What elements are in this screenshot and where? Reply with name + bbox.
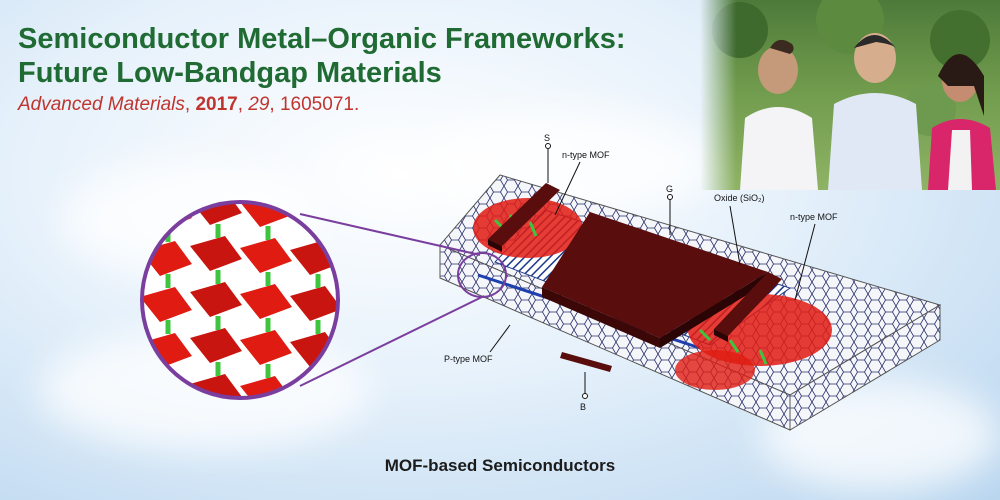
zoom-connector-bottom	[299, 295, 485, 387]
label-body: B	[580, 402, 586, 412]
gate-top	[542, 212, 768, 338]
title-line-2: Future Low-Bandgap Materials	[18, 57, 442, 89]
label-source: S	[544, 133, 550, 143]
zoom-connector-top	[299, 213, 481, 256]
title-line-1: Semiconductor Metal–Organic Frameworks:	[18, 23, 626, 55]
label-ptype: P-type MOF	[444, 354, 493, 364]
citation-journal: Advanced Materials	[18, 94, 185, 115]
gate-front	[542, 287, 660, 348]
label-ntype-right: n-type MOF	[790, 212, 838, 222]
label-gate: G	[666, 184, 673, 194]
citation-page: 1605071.	[279, 94, 360, 115]
citation-year: 2017	[195, 94, 238, 115]
gate-side	[660, 272, 768, 348]
page-title: Semiconductor Metal–Organic Frameworks: …	[18, 22, 626, 90]
source-electrode	[488, 183, 560, 246]
drain-electrode	[714, 272, 782, 336]
body-electrode	[560, 352, 612, 372]
zoom-ring	[140, 200, 340, 400]
mof-region-right	[688, 294, 832, 366]
label-ntype-left: n-type MOF	[562, 150, 610, 160]
researchers-photo	[700, 0, 1000, 190]
citation-volume: 29	[248, 94, 270, 115]
label-oxide: Oxide (SiO₂)	[714, 193, 765, 203]
citation: Advanced Materials, 2017, 29, 1605071.	[18, 94, 360, 115]
substrate-side-face	[789, 304, 941, 431]
mof-region-bottom	[675, 350, 755, 390]
diagram-caption: MOF-based Semiconductors	[384, 456, 616, 475]
zoom-target-ring	[457, 252, 507, 298]
